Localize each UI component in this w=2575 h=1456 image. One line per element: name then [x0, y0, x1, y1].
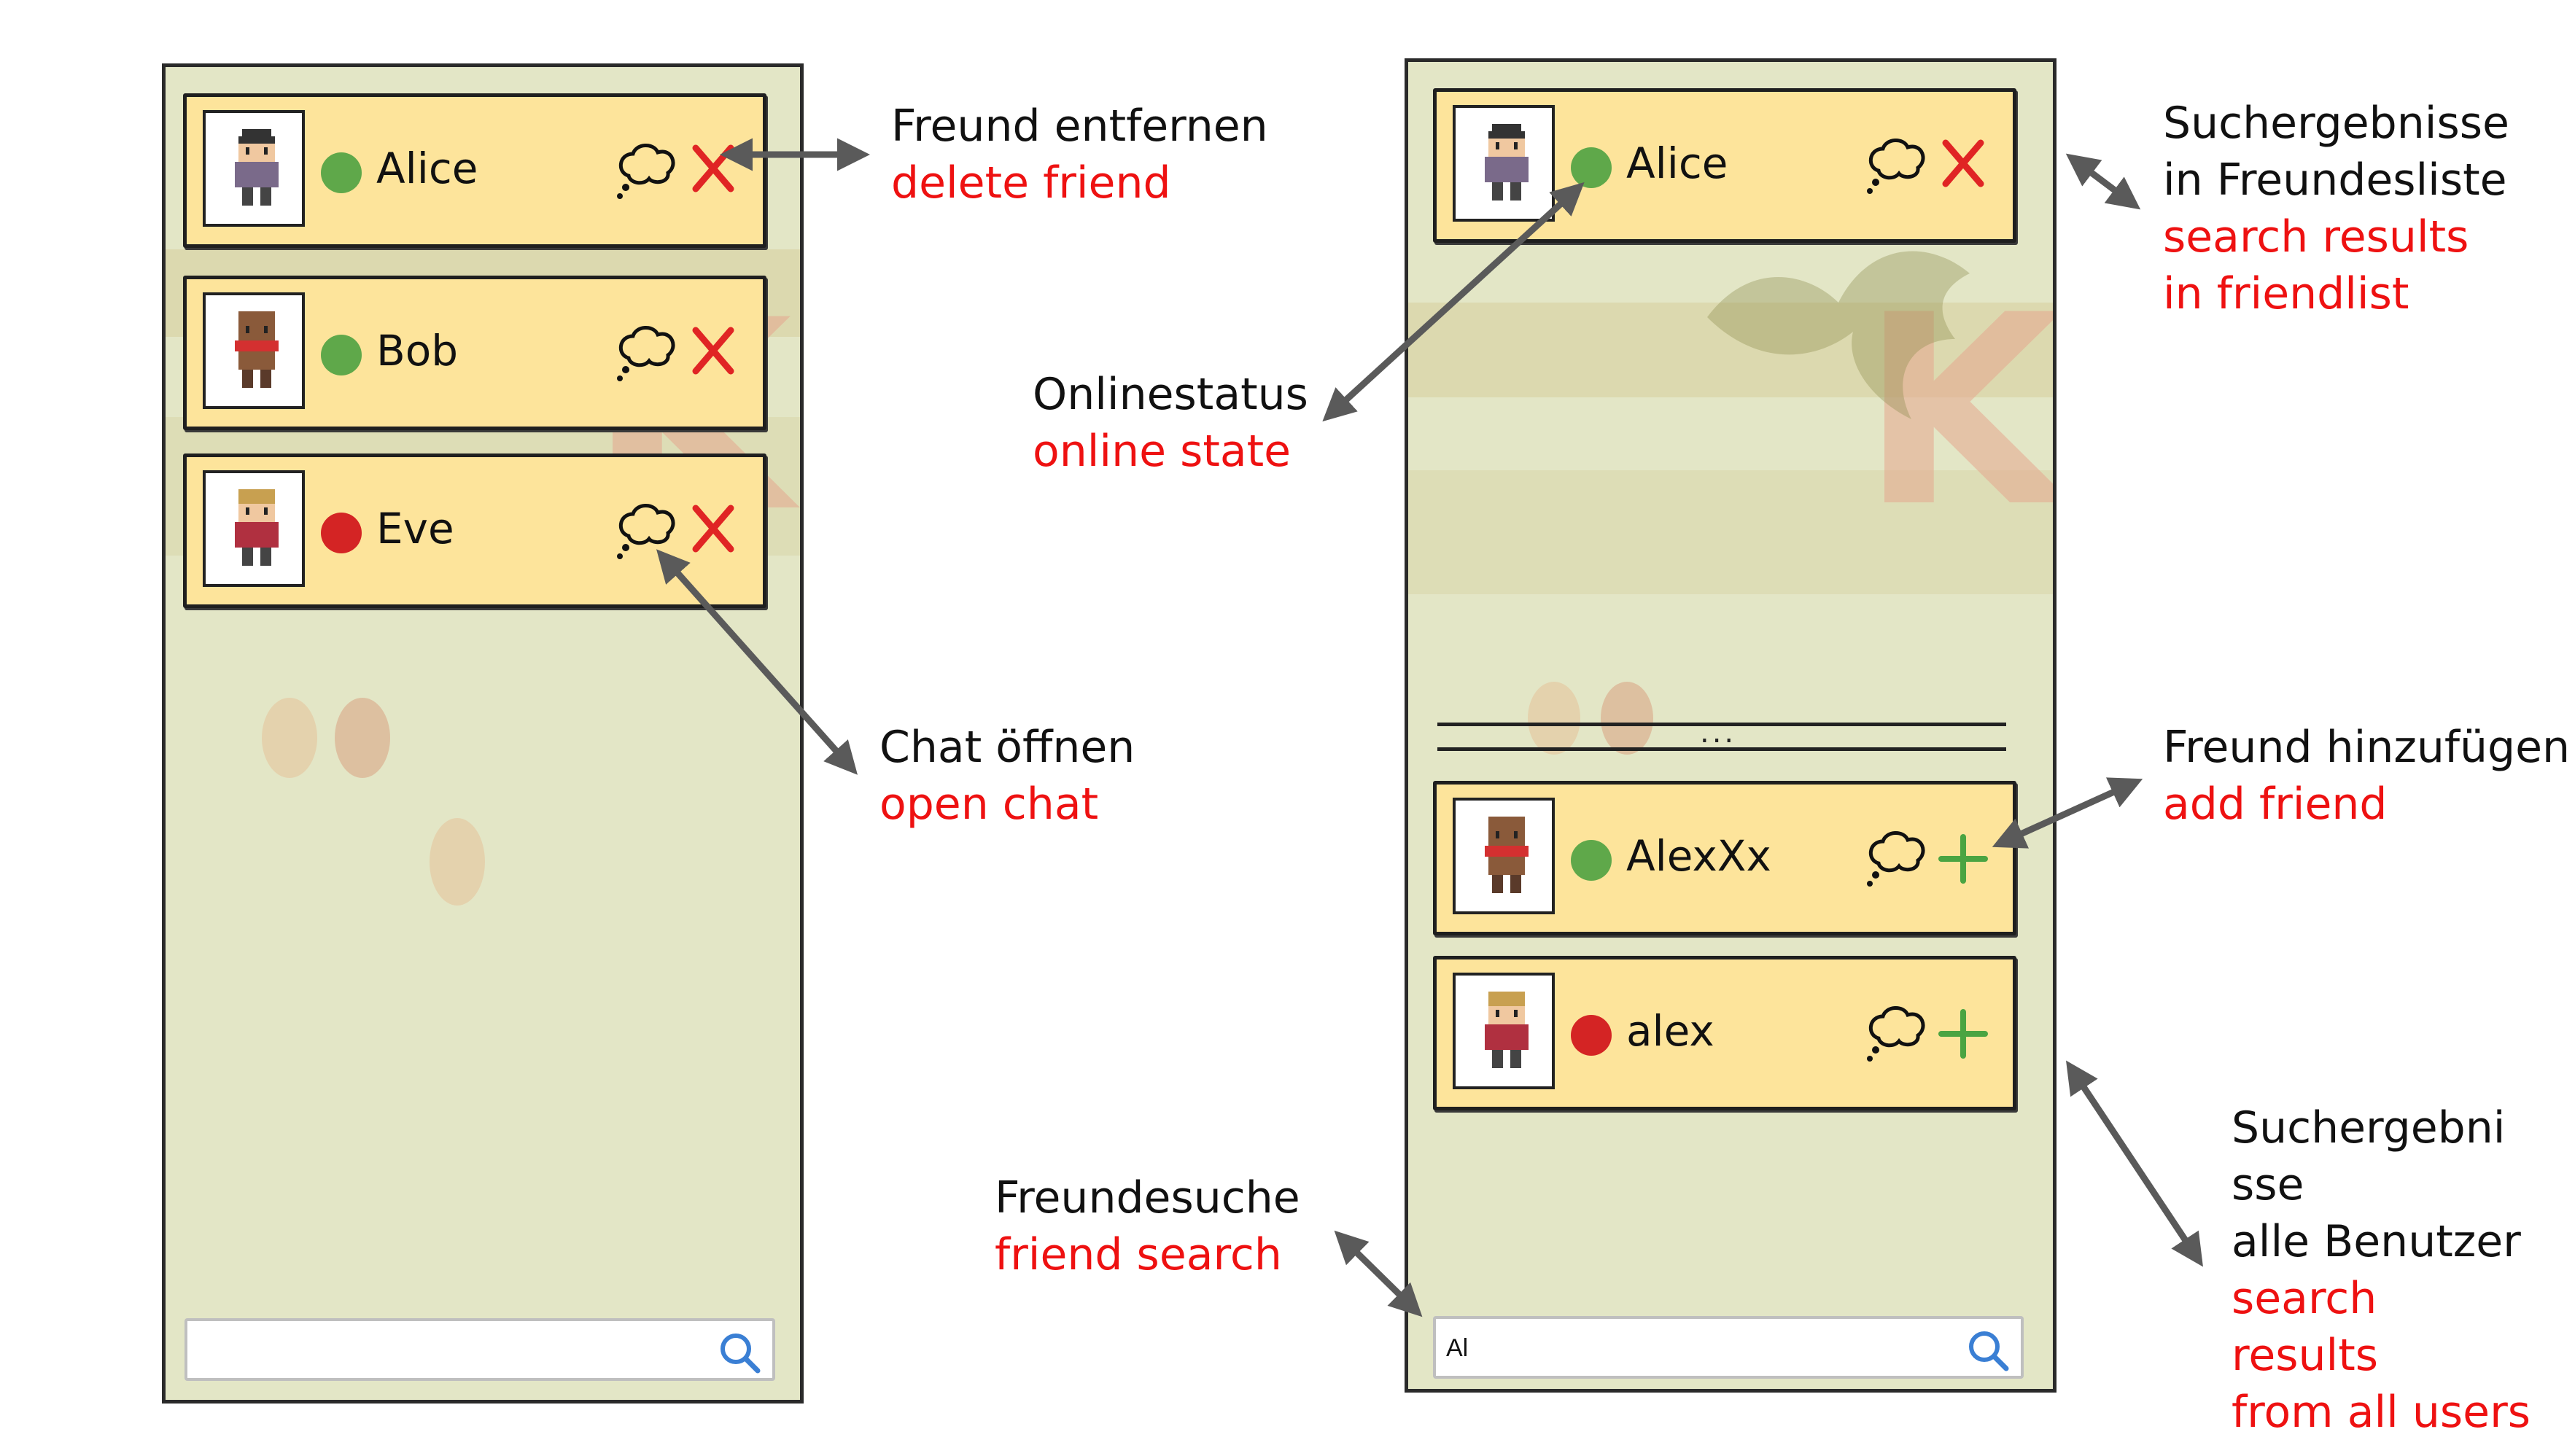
user-name: alex: [1626, 1006, 1714, 1056]
avatar: [203, 470, 305, 587]
avatar: [1453, 105, 1555, 222]
background-logo: K: [1860, 259, 2056, 564]
avatar-sprite: [235, 129, 279, 206]
friend-list-panel: K Alice: [162, 63, 804, 1404]
avatar: [1453, 973, 1555, 1089]
delete-friend-x-icon[interactable]: [690, 324, 737, 377]
add-friend-plus-icon[interactable]: [1937, 833, 1989, 885]
friend-card-eve: Eve: [183, 453, 766, 608]
background-sprites: [1528, 682, 1653, 755]
online-status-dot: [321, 335, 362, 375]
friend-name: Alice: [376, 144, 478, 193]
delete-friend-x-icon[interactable]: [690, 502, 737, 555]
chat-icon[interactable]: [614, 320, 680, 386]
avatar: [203, 110, 305, 227]
chat-icon[interactable]: [1864, 825, 1930, 891]
friend-search-input[interactable]: [1445, 1323, 1952, 1373]
delete-friend-x-icon[interactable]: [1940, 137, 1986, 190]
avatar-sprite: [235, 311, 279, 388]
online-status-dot: [1571, 840, 1612, 881]
friend-search-box: [1433, 1316, 2024, 1379]
offline-status-dot: [1571, 1015, 1612, 1056]
chat-icon[interactable]: [614, 498, 680, 564]
avatar-sprite: [235, 489, 279, 566]
friend-search-input[interactable]: [196, 1325, 704, 1375]
friend-name: Eve: [376, 504, 454, 553]
avatar: [1453, 798, 1555, 914]
background-scene: [1408, 470, 2053, 594]
friend-name: Bob: [376, 326, 459, 375]
user-result-card-alex: alex: [1433, 956, 2016, 1110]
online-status-dot: [1571, 147, 1612, 188]
avatar-sprite: [1485, 817, 1529, 893]
search-icon[interactable]: [717, 1330, 762, 1375]
background-dragon: [1707, 251, 1970, 419]
annotation-search-results-all-users: Suchergebni sse alle Benutzer search res…: [2232, 1102, 2531, 1438]
annotation-add-friend: Freund hinzufügen add friend: [2163, 722, 2571, 830]
add-friend-plus-icon[interactable]: [1937, 1008, 1989, 1060]
avatar-sprite: [1485, 124, 1529, 201]
friend-card-bob: Bob: [183, 276, 766, 430]
friend-search-box: [185, 1318, 775, 1381]
annotation-search-results-friendlist: Suchergebnisse in Freundesliste search r…: [2163, 98, 2509, 319]
chat-icon[interactable]: [1864, 133, 1930, 198]
arrow-search-results-all-users: [2066, 1060, 2203, 1267]
chat-icon[interactable]: [1864, 1000, 1930, 1066]
search-results-panel: K Alice ...: [1405, 58, 2056, 1393]
avatar-sprite: [1485, 992, 1529, 1068]
user-result-card-alexxx: AlexXx: [1433, 781, 2016, 935]
section-separator: [1437, 747, 2006, 751]
annotation-delete-friend: Freund entfernen delete friend: [891, 101, 1268, 209]
friend-card-alice: Alice: [183, 93, 766, 248]
chat-icon[interactable]: [614, 138, 680, 203]
annotation-friend-search: Freundesuche friend search: [995, 1172, 1300, 1280]
annotation-online-state: Onlinestatus online state: [1033, 369, 1308, 477]
avatar: [203, 292, 305, 409]
delete-friend-x-icon[interactable]: [690, 142, 737, 195]
section-separator: [1437, 723, 2006, 726]
offline-status-dot: [321, 513, 362, 553]
separator-ellipsis: ...: [1700, 716, 1737, 750]
friend-name: Alice: [1626, 139, 1728, 188]
online-status-dot: [321, 152, 362, 193]
user-name: AlexXx: [1626, 831, 1771, 881]
search-icon[interactable]: [1965, 1328, 2011, 1373]
background-sprites: [262, 698, 485, 906]
friend-result-card-alice: Alice: [1433, 88, 2016, 243]
annotation-open-chat: Chat öffnen open chat: [879, 722, 1135, 830]
arrow-search-results-friendlist: [2065, 153, 2141, 210]
